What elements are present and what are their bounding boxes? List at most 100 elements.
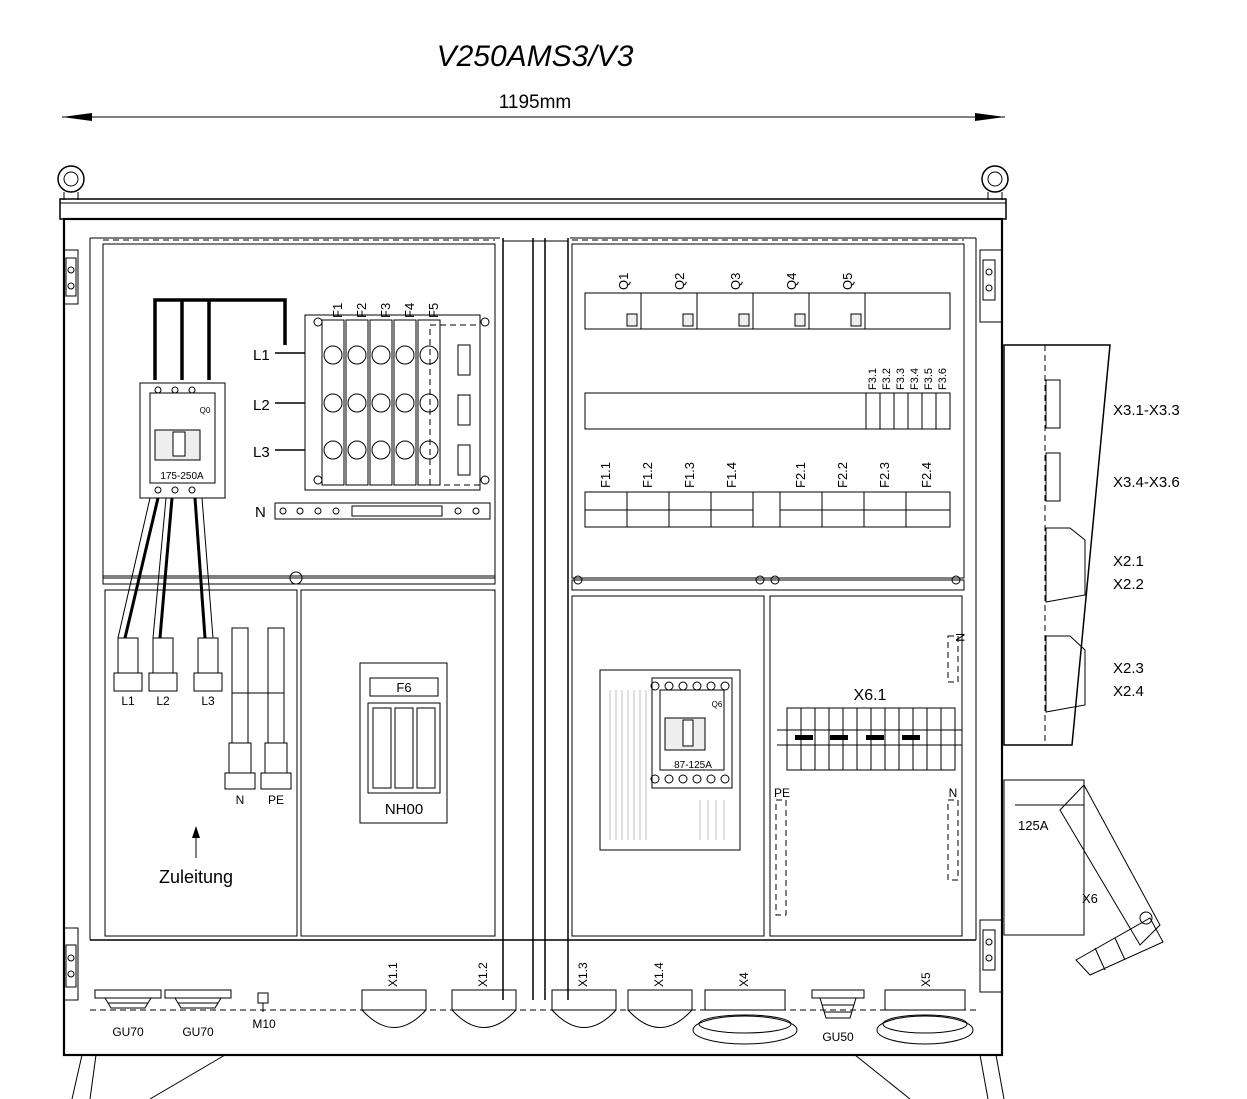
fuse-holder-id: F6 — [396, 680, 411, 695]
terminal-l3: L3 — [201, 694, 215, 708]
lifting-eye-left — [57, 165, 85, 200]
breaker-f2-4: F2.4 — [919, 462, 934, 488]
terminals-l123 — [113, 637, 223, 692]
busbar-l3: L3 — [253, 444, 270, 461]
outlet-x3-a: X3.1-X3.3 — [1113, 402, 1180, 419]
gland-gu50-label: GU50 — [822, 1030, 854, 1044]
busbar-block — [275, 314, 481, 491]
fuse-f3: F3 — [378, 303, 393, 318]
breaker-f2-3: F2.3 — [877, 462, 892, 488]
outlet-x2-4: X2.4 — [1113, 683, 1144, 700]
panel-lower-right-b — [769, 595, 963, 937]
horizontal-rail — [102, 571, 965, 591]
gland-gu50 — [811, 989, 865, 1019]
socket-x4 — [692, 989, 798, 1045]
breaker-f3-5: F3.5 — [923, 368, 935, 390]
breaker-q4: Q4 — [784, 273, 799, 290]
n-rail-top — [947, 635, 959, 683]
socket-x1-4 — [627, 989, 693, 1028]
socket-x1-3 — [551, 989, 617, 1028]
socket-x1-2-label: X1.2 — [476, 962, 490, 987]
breaker-f3-2: F3.2 — [881, 368, 893, 390]
gland-gu70-a — [94, 989, 162, 1009]
outlet-x2-1: X2.1 — [1113, 553, 1144, 570]
cee-rating: 125A — [1018, 818, 1049, 833]
terminal-l1: L1 — [121, 694, 135, 708]
main-breaker-q0 — [139, 382, 226, 499]
terminal-l2: L2 — [156, 694, 170, 708]
cee-socket-x6 — [1003, 779, 1164, 976]
hinge-top-right — [979, 249, 1003, 323]
outlet-x2-3: X2.3 — [1113, 660, 1144, 677]
outlet-x2-2: X2.2 — [1113, 576, 1144, 593]
pe-rail-label: PE — [774, 786, 790, 800]
breaker-f3-4: F3.4 — [909, 368, 921, 390]
breaker-q5: Q5 — [840, 273, 855, 290]
socket-x5-label: X5 — [919, 972, 933, 987]
breaker-f1-2: F1.2 — [640, 462, 655, 488]
breaker-f3-6: F3.6 — [937, 368, 949, 390]
breaker-f1-1: F1.1 — [598, 462, 613, 488]
breaker-f2-2: F2.2 — [835, 462, 850, 488]
terminal-n: N — [236, 793, 245, 807]
supply-arrow — [192, 826, 200, 858]
centre-divider — [502, 238, 569, 1000]
breaker-q6 — [599, 669, 741, 851]
dimension-arrow — [62, 113, 1005, 121]
panel-lower-right-a — [571, 595, 765, 937]
feet — [71, 1054, 1005, 1099]
neutral-label: N — [255, 504, 266, 521]
hinge-bottom-right — [979, 919, 1003, 993]
q0-label: Q0 — [200, 406, 211, 415]
breaker-row-f3 — [584, 392, 951, 430]
terminal-pe: PE — [268, 793, 284, 807]
panel-upper-left — [102, 239, 496, 579]
breaker-f3-1: F3.1 — [867, 368, 879, 390]
n-rail-top-label: N — [953, 633, 967, 642]
terminal-block-x6-1 — [777, 707, 962, 771]
panel-lower-left-b — [300, 589, 496, 937]
q6-rating: 87-125A — [674, 760, 712, 771]
q0-rating: 175-250A — [160, 471, 204, 482]
busbar-l2: L2 — [253, 397, 270, 414]
feed-cables — [153, 298, 287, 380]
socket-x1-2 — [451, 989, 517, 1028]
drawing-title: V250AMS3/V3 — [437, 40, 634, 73]
n-rail-bottom — [947, 799, 959, 881]
socket-x5 — [876, 989, 974, 1045]
width-dimension: 1195mm — [499, 92, 572, 113]
fuse-f2: F2 — [354, 303, 369, 318]
earth-bolt — [257, 992, 269, 1012]
fuse-holder — [359, 662, 448, 824]
fuse-f4: F4 — [402, 303, 417, 318]
fuse-f1: F1 — [330, 303, 345, 318]
breaker-q1: Q1 — [616, 273, 631, 290]
breaker-q3: Q3 — [728, 273, 743, 290]
lower-cables — [117, 497, 214, 639]
gland-gu70-b — [164, 989, 232, 1009]
socket-x1-1-label: X1.1 — [386, 962, 400, 987]
panel-upper-right — [571, 239, 965, 579]
gland-gu70-a-label: GU70 — [112, 1025, 144, 1039]
outlet-x3-b: X3.4-X3.6 — [1113, 474, 1180, 491]
socket-x1-4-label: X1.4 — [652, 962, 666, 987]
breaker-f1-3: F1.3 — [682, 462, 697, 488]
fuse-columns — [313, 317, 490, 486]
socket-x1-1 — [361, 989, 427, 1028]
breaker-row-f1-f2 — [584, 491, 951, 528]
roof — [59, 198, 1007, 220]
gland-gu70-b-label: GU70 — [182, 1025, 214, 1039]
neutral-bar — [274, 502, 491, 520]
socket-x1-3-label: X1.3 — [576, 962, 590, 987]
fuse-f5: F5 — [426, 303, 441, 318]
supply-label: Zuleitung — [159, 867, 233, 887]
lifting-eye-right — [981, 165, 1009, 200]
cee-id: X6 — [1082, 891, 1098, 906]
busbar-l1: L1 — [253, 347, 270, 364]
terminal-block-label: X6.1 — [854, 687, 887, 704]
pe-rail — [775, 799, 787, 916]
q6-label: Q6 — [712, 700, 723, 709]
earth-bolt-label: M10 — [252, 1017, 276, 1031]
n-rail-bottom-label: N — [949, 786, 958, 800]
